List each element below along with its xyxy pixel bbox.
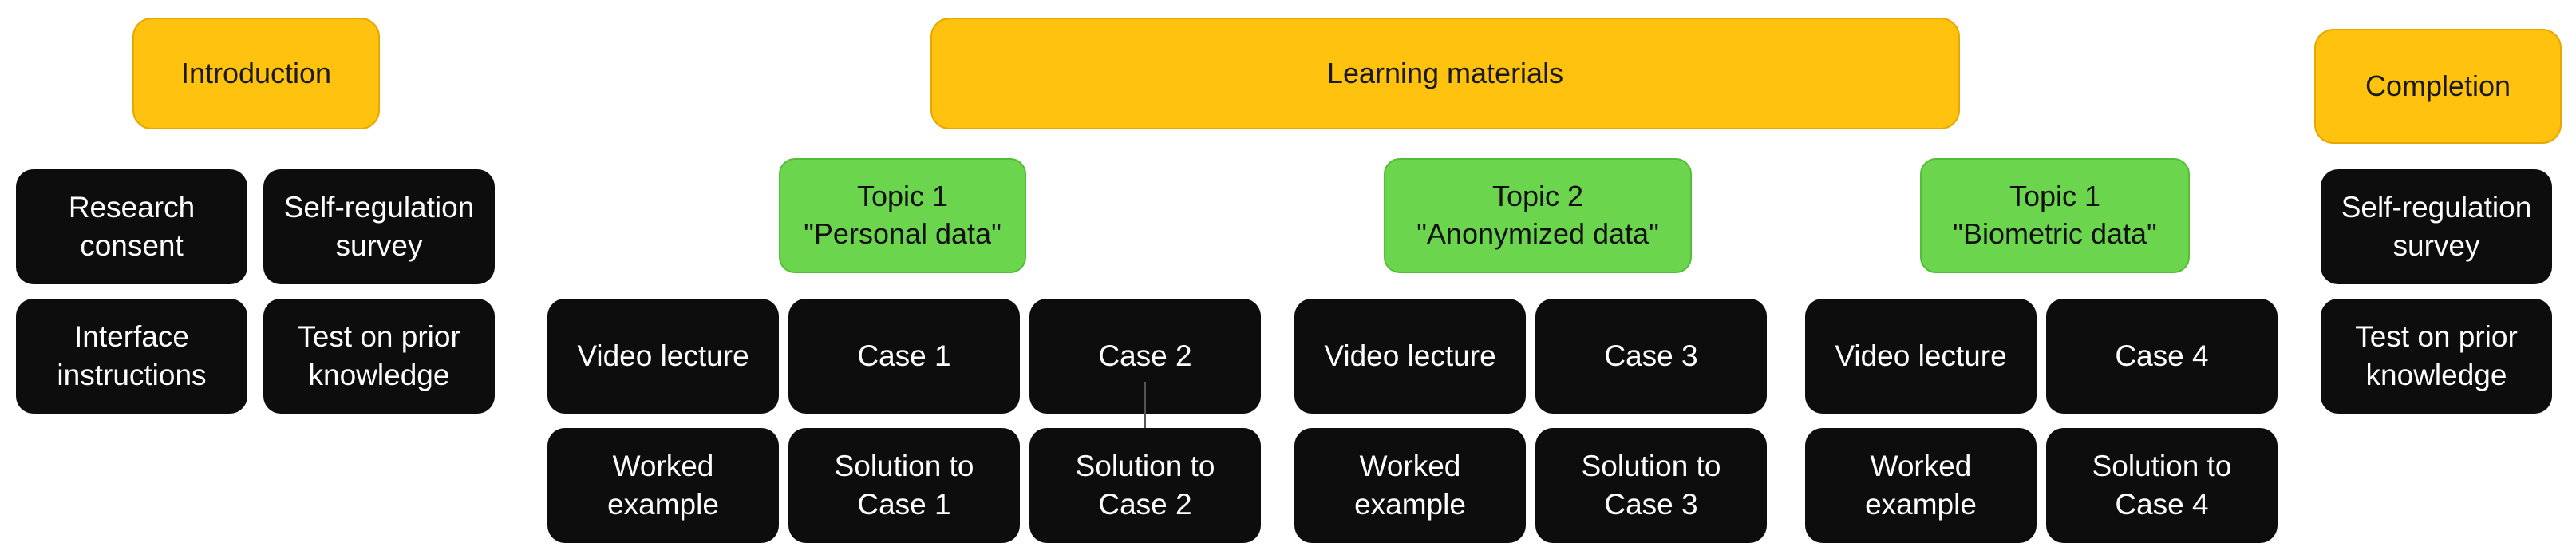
interface-instructions-box: Interface instructions <box>16 299 247 414</box>
learning-materials-header: Learning materials <box>930 18 1960 129</box>
topic-1-solution-case-2: Solution to Case 2 <box>1029 428 1261 543</box>
topic-2-worked-example: Worked example <box>1294 428 1526 543</box>
topic-1-worked-example: Worked example <box>547 428 779 543</box>
topic-3-worked-example: Worked example <box>1805 428 2037 543</box>
topic-2-anonymized-data: Topic 2 "Anonymized data" <box>1384 158 1692 273</box>
topic-1-case-1: Case 1 <box>788 299 1020 414</box>
topic-2-video-lecture: Video lecture <box>1294 299 1526 414</box>
topic-2-solution-case-3: Solution to Case 3 <box>1535 428 1767 543</box>
research-consent-box: Research consent <box>16 169 247 284</box>
topic-2-case-3: Case 3 <box>1535 299 1767 414</box>
topic-3-video-lecture: Video lecture <box>1805 299 2037 414</box>
topic-1-video-lecture: Video lecture <box>547 299 779 414</box>
case-2-connector-line <box>1144 382 1146 428</box>
completion-header: Completion <box>2314 29 2562 144</box>
test-prior-knowledge-box: Test on prior knowledge <box>263 299 495 414</box>
completion-test-prior-knowledge: Test on prior knowledge <box>2321 299 2552 414</box>
topic-3-solution-case-4: Solution to Case 4 <box>2046 428 2278 543</box>
topic-1-solution-case-1: Solution to Case 1 <box>788 428 1020 543</box>
topic-1-personal-data: Topic 1 "Personal data" <box>779 158 1026 273</box>
introduction-header: Introduction <box>132 18 380 129</box>
topic-3-case-4: Case 4 <box>2046 299 2278 414</box>
topic-biometric-data: Topic 1 "Biometric data" <box>1920 158 2190 273</box>
completion-self-regulation-survey: Self-regulation survey <box>2321 169 2552 284</box>
self-regulation-survey-box: Self-regulation survey <box>263 169 495 284</box>
